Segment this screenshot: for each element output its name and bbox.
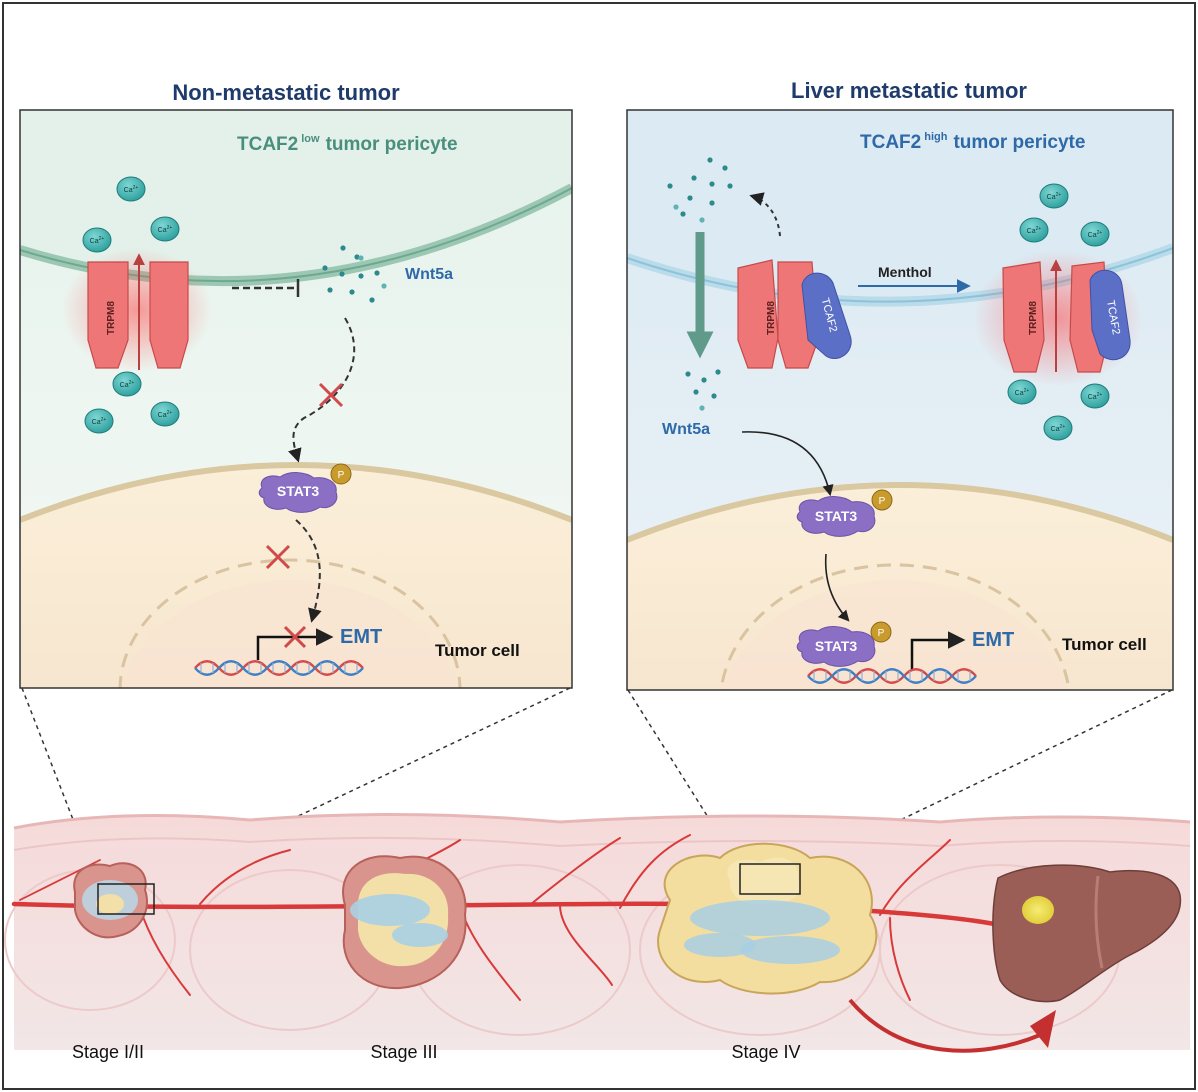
svg-text:Ca2+: Ca2+ bbox=[90, 236, 105, 245]
tcaf2-label-right-2: TCAF2 bbox=[1104, 299, 1122, 335]
svg-text:Ca2+: Ca2+ bbox=[158, 225, 173, 234]
stage-label-3: Stage IV bbox=[731, 1042, 800, 1062]
ca-ion-labels-right: Ca2+ Ca2+ Ca2+ Ca2+ Ca2+ Ca2+ bbox=[1015, 192, 1103, 433]
colon-tissue bbox=[4, 812, 1191, 1050]
svg-text:Ca2+: Ca2+ bbox=[124, 185, 139, 194]
svg-text:Ca2+: Ca2+ bbox=[120, 380, 135, 389]
stat3-label-right-2: STAT3 bbox=[815, 638, 857, 654]
wnt5a-label-left: Wnt5a bbox=[405, 266, 453, 283]
wnt5a-label-right: Wnt5a bbox=[662, 421, 710, 438]
wnt5a-dots-right-bottom bbox=[685, 369, 721, 411]
stage-label-2: Stage III bbox=[370, 1042, 437, 1062]
blocked-path-arrow-2 bbox=[295, 519, 322, 623]
trpm8-channel-left: TRPM8 bbox=[87, 253, 189, 370]
metastasis-arrow bbox=[848, 998, 1056, 1053]
svg-text:Ca2+: Ca2+ bbox=[1051, 424, 1066, 433]
phospho-left: P bbox=[338, 470, 345, 481]
stat3-nuclear-arrow bbox=[824, 553, 850, 622]
inhibition-line bbox=[232, 279, 300, 297]
wnt5a-dots-left bbox=[322, 245, 387, 303]
svg-text:Ca2+: Ca2+ bbox=[1015, 388, 1030, 397]
tumor-cell-label-left: Tumor cell bbox=[435, 641, 520, 660]
phospho-right-1: P bbox=[879, 496, 886, 507]
svg-text:Ca2+: Ca2+ bbox=[1088, 392, 1103, 401]
phospho-right-2: P bbox=[878, 628, 885, 639]
liver-icon bbox=[992, 864, 1182, 1003]
trpm8-tcaf2-complex-2: TRPM8 TCAF2 bbox=[1002, 259, 1131, 373]
svg-text:Ca2+: Ca2+ bbox=[1088, 230, 1103, 239]
svg-text:Ca2+: Ca2+ bbox=[1047, 192, 1062, 201]
blood-vessel bbox=[11, 834, 1003, 1001]
trpm8-label-right-2: TRPM8 bbox=[1028, 301, 1039, 335]
wnt5a-release-arrow bbox=[749, 192, 781, 237]
stat3-label-right-1: STAT3 bbox=[815, 508, 857, 524]
tumor-stage-4 bbox=[657, 842, 878, 995]
stat3-label-left: STAT3 bbox=[277, 483, 319, 499]
trpm8-label-right-1: TRPM8 bbox=[766, 301, 777, 335]
svg-text:Ca2+: Ca2+ bbox=[92, 417, 107, 426]
stat3-left: STAT3 P bbox=[258, 463, 352, 513]
transcription-start-right bbox=[910, 631, 966, 670]
block-x-1 bbox=[318, 382, 344, 408]
stat3-right-2: STAT3 P bbox=[796, 621, 892, 667]
left-panel-title: Non-metastatic tumor bbox=[172, 80, 400, 105]
menthol-label: Menthol bbox=[878, 264, 932, 280]
stat3-right-1: STAT3 P bbox=[796, 489, 893, 537]
left-panel-border bbox=[19, 109, 573, 689]
channel-glow bbox=[62, 248, 212, 372]
zoom-lines bbox=[21, 687, 1173, 885]
tumor-stage-3 bbox=[342, 855, 467, 990]
svg-text:Ca2+: Ca2+ bbox=[158, 410, 173, 419]
stage-label-1: Stage I/II bbox=[72, 1042, 144, 1062]
trpm8-tcaf2-complex-1: TRPM8 TCAF2 bbox=[737, 259, 852, 369]
tumor-cell-label-right: Tumor cell bbox=[1062, 635, 1147, 654]
liver-metastasis-spot bbox=[1022, 896, 1054, 924]
wnt5a-dots-right-top bbox=[667, 157, 733, 223]
wnt5a-to-stat3-arrow bbox=[741, 431, 834, 497]
emt-label-left: EMT bbox=[340, 626, 382, 648]
right-panel-title: Liver metastatic tumor bbox=[791, 78, 1027, 103]
svg-text:Ca2+: Ca2+ bbox=[1027, 226, 1042, 235]
tumor-stage-1-2 bbox=[73, 862, 155, 939]
blocked-path-arrow-1 bbox=[288, 317, 356, 463]
ca-ion-labels-left: Ca2+ Ca2+ Ca2+ Ca2+ Ca2+ Ca2+ bbox=[90, 185, 173, 426]
right-panel-border bbox=[626, 109, 1174, 691]
block-x-3 bbox=[283, 625, 307, 649]
block-x-2 bbox=[265, 544, 291, 570]
emt-label-right: EMT bbox=[972, 629, 1014, 651]
transcription-start-left bbox=[256, 628, 334, 660]
trpm8-label-left: TRPM8 bbox=[106, 301, 117, 335]
